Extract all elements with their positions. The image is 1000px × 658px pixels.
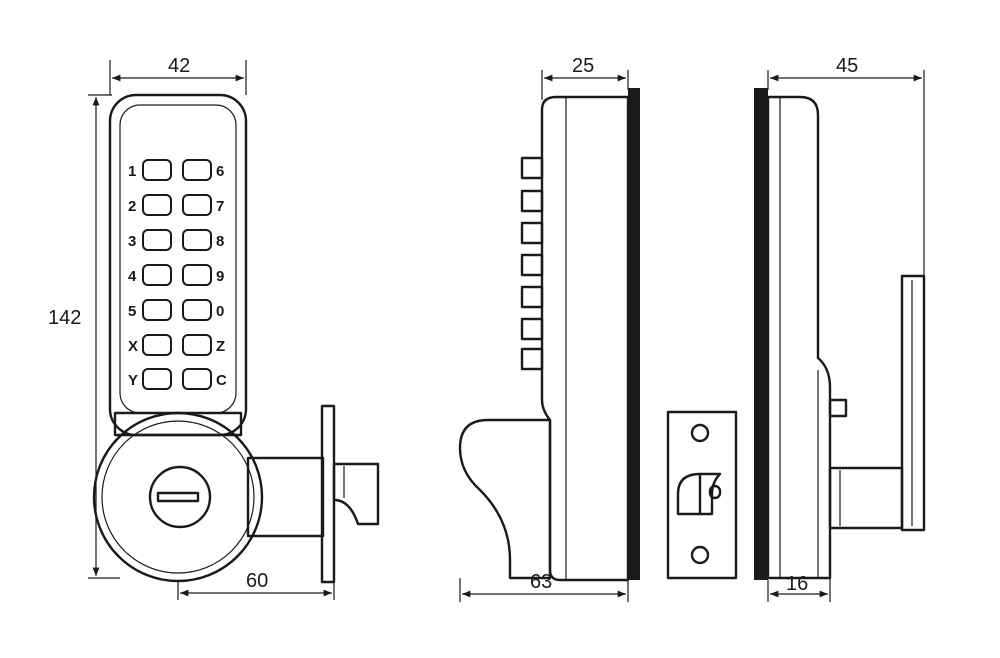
key-button[interactable] [182,194,212,216]
screw-hole-icon [690,423,710,443]
screw-hole-icon [690,545,710,565]
key-button[interactable] [182,159,212,181]
strike-plate-body [666,410,738,580]
side-button [520,285,544,309]
key-label: 4 [128,268,137,285]
key-label: 6 [216,163,224,180]
latch-opening [676,472,702,516]
back-lever[interactable] [900,274,926,532]
dimension-width-label: 42 [168,55,190,77]
key-label: X [128,338,138,355]
keypad-right-column: 6 7 8 9 0 Z C [182,159,227,390]
back-stub [828,398,848,418]
key-label: Z [216,338,225,355]
door-plate [628,88,640,580]
spindle-tube [246,456,325,538]
dimension-back-spindle-label: 16 [786,573,808,595]
side-housing [540,95,630,582]
dimension-back-depth-label: 45 [836,55,858,77]
lock-knob-inner [101,420,255,574]
key-button[interactable] [182,229,212,251]
keyhole-icon [156,491,200,503]
key-button[interactable] [182,264,212,286]
keypad-left-column: 1 2 3 4 5 X Y [128,159,172,390]
key-label: 0 [216,303,224,320]
key-button[interactable] [182,368,212,390]
dimension-spindle-label: 60 [246,570,268,592]
dimension-height-label: 142 [48,307,81,329]
key-button[interactable] [142,194,172,216]
key-cylinder [148,465,212,529]
side-knob [458,418,552,580]
back-door-plate [754,88,768,580]
key-label: 7 [216,198,224,215]
key-label: 1 [128,163,136,180]
side-view [458,88,640,582]
side-button [520,253,544,277]
key-button[interactable] [182,334,212,356]
strike-plate-view [666,410,738,580]
side-button [520,156,544,180]
key-label: 9 [216,268,224,285]
side-button [520,317,544,341]
key-label: Y [128,372,138,389]
key-button[interactable] [142,229,172,251]
key-label: C [216,372,227,389]
latch-bolt [332,462,380,526]
dimension-lines: 42 142 60 25 63 45 16 [48,55,925,602]
key-button[interactable] [182,299,212,321]
key-label: 8 [216,233,224,250]
side-button [520,221,544,245]
front-view: 1 2 3 4 5 X Y 6 7 8 9 0 Z C [92,93,380,584]
key-label: 5 [128,303,136,320]
key-label: 2 [128,198,136,215]
key-label: 3 [128,233,136,250]
dimension-total-label: 63 [530,571,552,593]
key-button[interactable] [142,368,172,390]
key-button[interactable] [142,299,172,321]
key-button[interactable] [142,334,172,356]
back-view [754,88,926,580]
back-spindle [828,466,904,530]
keypad-housing-inner [119,104,237,414]
side-button [520,347,544,371]
lock-knob[interactable] [92,411,264,583]
dimension-depth-label: 25 [572,55,594,77]
housing-base [113,411,243,437]
back-housing [766,95,832,580]
key-button[interactable] [142,159,172,181]
side-button [520,189,544,213]
key-button[interactable] [142,264,172,286]
